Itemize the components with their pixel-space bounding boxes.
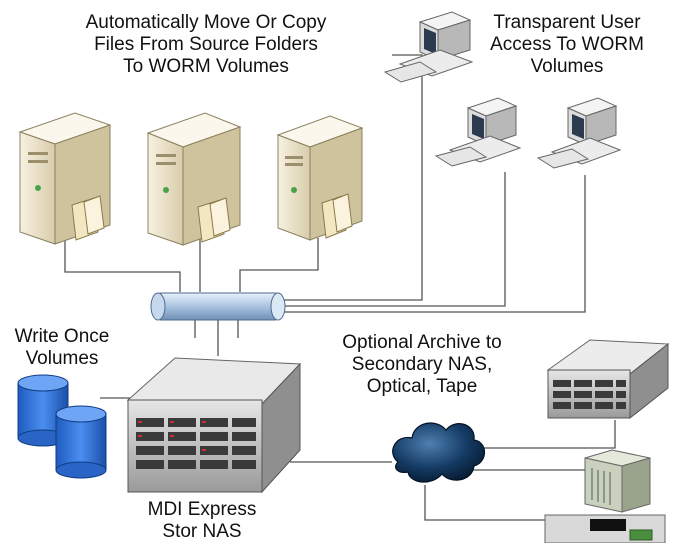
source-server-2: [146, 112, 242, 246]
workstation-2: [434, 97, 522, 167]
label-user-access: Transparent User Access To WORM Volumes: [490, 12, 644, 77]
mdi-express-stor-nas: [126, 357, 302, 494]
optical-library: [584, 449, 651, 513]
line-workstation-1: [280, 54, 423, 301]
folder-icon: [197, 197, 231, 243]
line-cloud-tape: [424, 485, 545, 521]
line-workstation-3: [280, 175, 586, 313]
connection-lines: [64, 54, 616, 521]
label-source-copy: Automatically Move Or Copy Files From So…: [85, 12, 327, 77]
label-nas: MDI Express Stor NAS: [147, 499, 257, 542]
line-cloud-rack: [470, 420, 616, 449]
label-write-once-volumes: Write Once Volumes: [14, 326, 110, 369]
secondary-nas: [546, 339, 670, 420]
line-server-3: [239, 238, 319, 292]
label-optional-archive: Optional Archive to Secondary NAS, Optic…: [342, 332, 502, 397]
folder-icon: [71, 195, 105, 241]
workstation-3: [536, 97, 622, 169]
folder-icon: [321, 193, 353, 239]
tape-library: [544, 514, 666, 543]
line-server-1: [64, 232, 181, 292]
source-server-3: [276, 115, 364, 241]
workstation-1: [383, 11, 474, 83]
write-once-volume-disk: [55, 405, 107, 479]
network-backbone-pipe: [150, 292, 286, 321]
network-cloud-icon: [392, 422, 486, 483]
line-workstation-2: [280, 172, 506, 307]
